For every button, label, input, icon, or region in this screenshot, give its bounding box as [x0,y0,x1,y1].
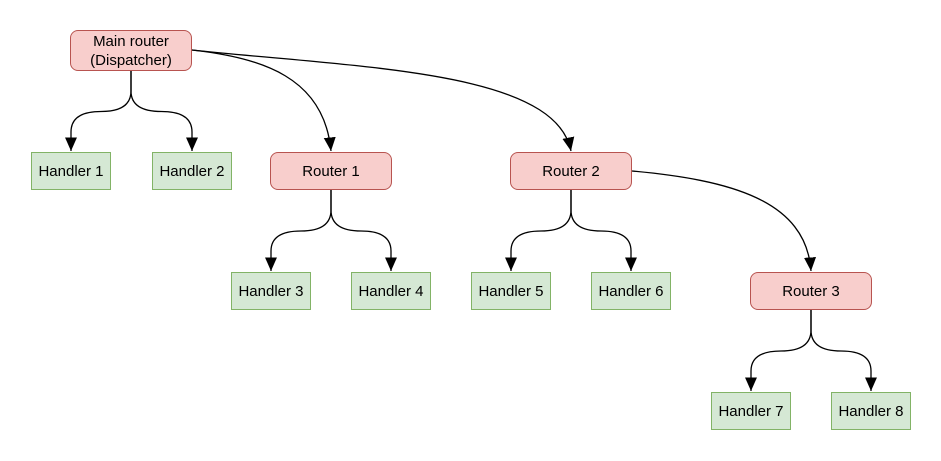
node-handler-4: Handler 4 [351,272,431,310]
edge-main-router-to-router-1 [191,49,336,152]
edge-router-2-to-handler-6 [570,190,638,271]
node-router-1-label: Router 1 [302,162,360,180]
edge-main-router-to-router-2 [191,49,575,152]
node-router-2-label: Router 2 [542,162,600,180]
node-handler-1: Handler 1 [31,152,111,190]
node-handler-8-label: Handler 8 [838,402,904,420]
node-handler-5-label: Handler 5 [478,282,544,300]
edge-main-router-to-handler-2 [130,71,199,151]
edge-router-3-to-handler-7 [744,310,812,391]
node-main-router: Main router (Dispatcher) [70,30,192,71]
node-handler-5: Handler 5 [471,272,551,310]
node-handler-8: Handler 8 [831,392,911,430]
node-handler-7: Handler 7 [711,392,791,430]
node-router-3-label: Router 3 [782,282,840,300]
edge-router-2-to-handler-5 [504,190,572,271]
node-router-2: Router 2 [510,152,632,190]
edge-router-1-to-handler-4 [330,190,398,271]
node-handler-1-label: Handler 1 [38,162,104,180]
node-handler-2-label: Handler 2 [159,162,225,180]
node-router-3: Router 3 [750,272,872,310]
node-handler-3-label: Handler 3 [238,282,304,300]
node-main-router-label: Main router (Dispatcher) [90,32,172,69]
node-handler-7-label: Handler 7 [718,402,784,420]
edge-router-3-to-handler-8 [810,310,878,391]
node-handler-4-label: Handler 4 [358,282,424,300]
edge-router-1-to-handler-3 [264,190,332,271]
node-handler-3: Handler 3 [231,272,311,310]
node-handler-6: Handler 6 [591,272,671,310]
node-handler-6-label: Handler 6 [598,282,664,300]
node-router-1: Router 1 [270,152,392,190]
edge-router-2-to-router-3 [631,170,817,272]
node-handler-2: Handler 2 [152,152,232,190]
edge-main-router-to-handler-1 [64,71,132,151]
